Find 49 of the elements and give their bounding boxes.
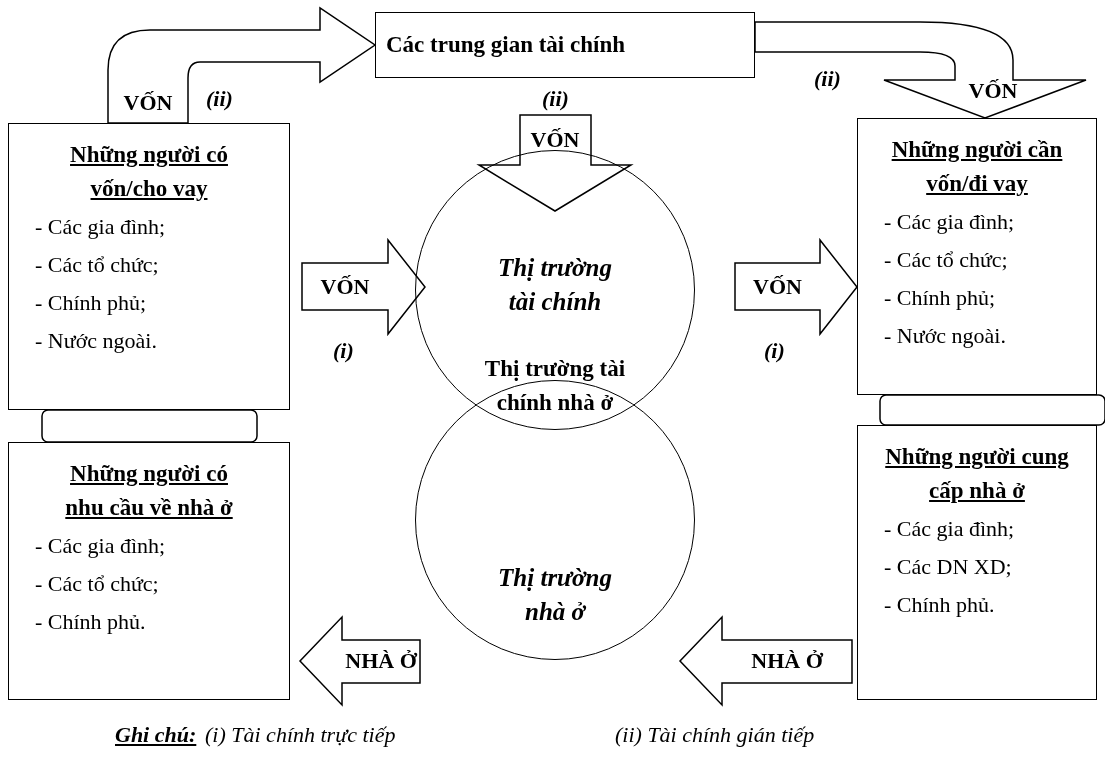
list-item: - Các gia đình; xyxy=(883,515,1015,543)
list-item: - Chính phủ. xyxy=(883,591,995,619)
edge-label: NHÀ Ở xyxy=(345,648,417,674)
list-item: - Các tổ chức; xyxy=(34,570,159,598)
block-arrow xyxy=(476,114,634,212)
note-mark: (i) xyxy=(333,338,354,364)
list-item: - Chính phủ; xyxy=(883,284,996,312)
block-arrow xyxy=(107,7,376,124)
edge-label: VỐN xyxy=(123,90,173,116)
list-item: - Các tổ chức; xyxy=(34,251,159,279)
box-title: Các trung gian tài chính xyxy=(386,31,625,59)
legend-text: (ii) Tài chính gián tiếp xyxy=(615,722,815,748)
legend-text: (i) Tài chính trực tiếp xyxy=(205,722,396,748)
legend-title: Ghi chú: xyxy=(115,722,197,748)
lender-box xyxy=(8,123,290,410)
overlap-title: Thị trường tài chính nhà ở xyxy=(483,355,627,417)
list-item: - Nước ngoài. xyxy=(34,327,157,355)
list-item: - Chính phủ. xyxy=(34,608,146,636)
note-mark: (ii) xyxy=(542,86,569,112)
connector-bar xyxy=(879,394,1105,426)
housing-demand-box xyxy=(8,442,290,700)
list-item: - Các gia đình; xyxy=(34,532,166,560)
list-item: - Các gia đình; xyxy=(883,208,1015,236)
market-title: Thị trường tài chính xyxy=(497,253,613,317)
intermediary-box xyxy=(375,12,755,78)
list-item: - Các DN XD; xyxy=(883,553,1012,581)
block-arrow xyxy=(734,237,858,337)
list-item: - Các gia đình; xyxy=(34,213,166,241)
market-title: Thị trường nhà ở xyxy=(497,563,613,627)
heading: Những người cung cấp nhà ở xyxy=(884,443,1070,505)
heading: Những người có nhu cầu về nhà ở xyxy=(64,460,234,522)
connector-bar xyxy=(41,409,258,443)
edge-label: VỐN xyxy=(968,78,1018,104)
list-item: - Các tổ chức; xyxy=(883,246,1008,274)
heading: Những người cần vốn/đi vay xyxy=(890,136,1064,198)
edge-label: NHÀ Ở xyxy=(751,648,823,674)
note-mark: (i) xyxy=(764,338,785,364)
block-arrow xyxy=(754,21,1087,119)
note-mark: (ii) xyxy=(206,86,233,112)
edge-label: VỐN xyxy=(320,274,370,300)
heading: Những người có vốn/cho vay xyxy=(69,141,229,203)
block-arrow xyxy=(678,615,853,707)
edge-label: VỐN xyxy=(530,127,580,153)
block-arrow xyxy=(298,615,421,707)
list-item: - Chính phủ; xyxy=(34,289,147,317)
list-item: - Nước ngoài. xyxy=(883,322,1006,350)
block-arrow xyxy=(301,237,426,337)
note-mark: (ii) xyxy=(814,66,841,92)
edge-label: VỐN xyxy=(753,274,802,300)
